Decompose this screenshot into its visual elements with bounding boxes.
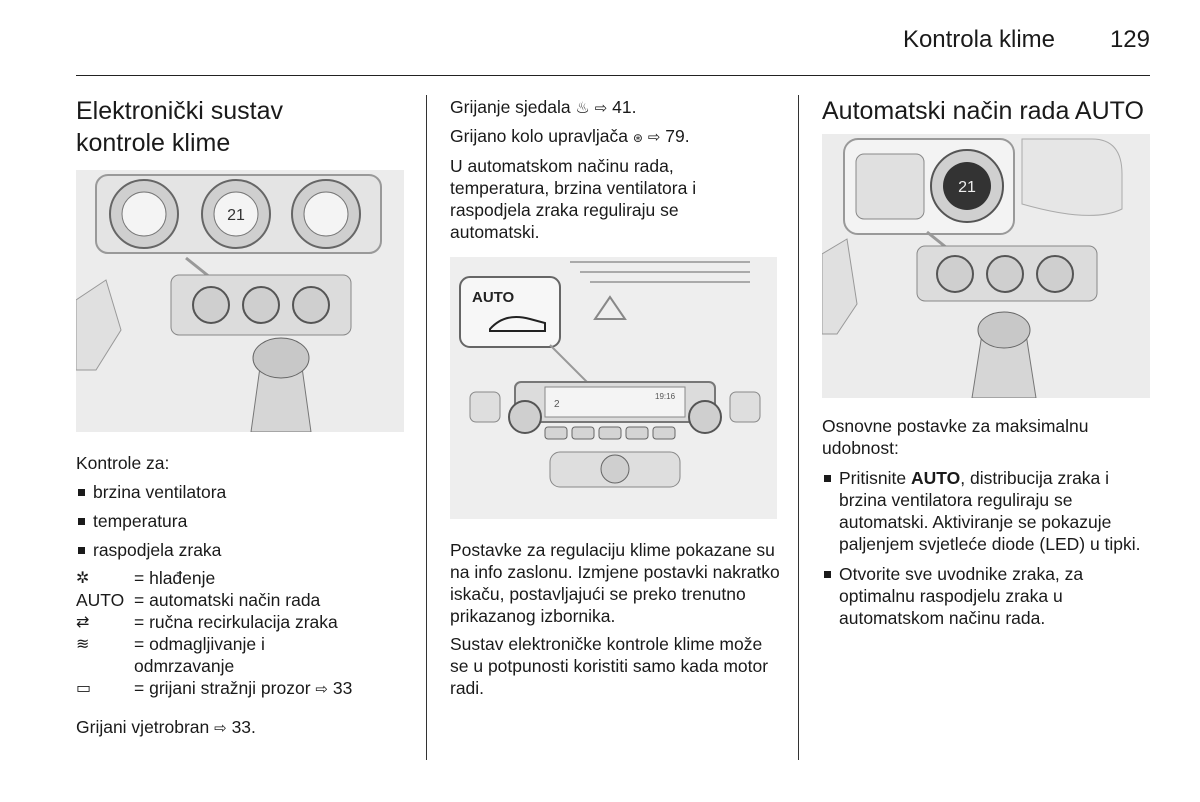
list-item-text: raspodjela zraka — [93, 540, 222, 560]
engine-running-paragraph: Sustav elektroničke kontrole klime može … — [450, 634, 769, 698]
section-heading-auto-mode: Automatski način rada AUTO — [822, 97, 1144, 125]
page-ref-arrow-icon: ⇨ — [214, 719, 227, 737]
page-ref[interactable]: 33 — [231, 717, 252, 737]
auto-label: AUTO — [76, 590, 125, 610]
steering-heat-ref: Grijano kolo upravljača ⊛ ⇨ 79. — [450, 126, 690, 146]
section-heading-electronic-climate: Elektronički sustav kontrole klime — [76, 97, 284, 157]
list-item: Otvorite sve uvodnike zraka, za optimaln… — [822, 563, 1152, 629]
auto-mode-paragraph: U automatskom načinu rada, temperatura, … — [450, 156, 697, 242]
page-number: 129 — [1109, 26, 1150, 53]
symbol-row-recirculation: ⇄ = ručna recirkulacija zraka — [76, 611, 406, 633]
column-divider-1 — [426, 95, 427, 760]
header-divider — [76, 75, 1150, 76]
figure-auto-button-panel: AUTO 2 19:16 — [450, 257, 777, 519]
column-2: Grijanje sjedala ♨ ⇨ 41. Grijano kolo up… — [450, 96, 780, 243]
column-divider-2 — [798, 95, 799, 760]
column-2-body: Postavke za regulaciju klime pokazane su… — [450, 539, 780, 699]
figure-climate-panel-overview: 21 — [76, 170, 404, 432]
list-item: temperatura — [76, 510, 406, 532]
list-item-text: Otvorite sve uvodnike zraka, za optimaln… — [839, 564, 1084, 628]
rear-window-heat-icon: ▭ — [76, 678, 92, 697]
page-header-title: Kontrola klime — [902, 26, 1055, 53]
symbol-row-defrost: ≋ = odmagljivanje i odmrzavanje — [76, 633, 406, 677]
page-ref-arrow-icon: ⇨ — [315, 680, 328, 698]
symbol-desc: = odmagljivanje i odmrzavanje — [134, 634, 265, 676]
page-ref[interactable]: 79. — [665, 126, 690, 146]
list-item: brzina ventilatora — [76, 481, 406, 503]
snowflake-icon: ✲ — [76, 568, 90, 587]
list-item-text: Pritisnite AUTO, distribucija zraka i br… — [839, 468, 1141, 554]
figure-display-time: 19:16 — [655, 392, 676, 401]
column-1-body: Kontrole za: brzina ventilatora temperat… — [76, 452, 406, 739]
symbol-row-auto: AUTO = automatski način rada — [76, 589, 406, 611]
column-3-body: Osnovne postavke za maksimalnu udobnost:… — [822, 415, 1152, 629]
auto-mode-intro: Osnovne postavke za maksimalnu udobnost: — [822, 416, 1089, 458]
page-ref[interactable]: 41. — [612, 97, 637, 117]
auto-keyword: AUTO — [910, 468, 961, 488]
symbol-row-rear-window: ▭ = grijani stražnji prozor ⇨ 33 — [76, 677, 406, 700]
windscreen-defrost-icon: ≋ — [76, 634, 90, 653]
figure-knob-temp: 21 — [958, 179, 976, 196]
seat-heat-icon: ♨ — [575, 98, 590, 117]
info-display-paragraph: Postavke za regulaciju klime pokazane su… — [450, 540, 780, 626]
list-item: raspodjela zraka — [76, 539, 406, 561]
symbol-desc: = ručna recirkulacija zraka — [134, 612, 338, 632]
column-3: Automatski način rada AUTO — [822, 95, 1152, 127]
symbol-desc: = automatski način rada — [134, 590, 321, 610]
figure-auto-label: AUTO — [472, 289, 515, 306]
steering-wheel-heat-icon: ⊛ — [632, 131, 643, 145]
column-1: Elektronički sustav kontrole klime — [76, 95, 406, 159]
symbol-desc: = hlađenje — [134, 568, 216, 588]
heated-windscreen-ref: Grijani vjetrobran ⇨ 33. — [76, 717, 256, 737]
controls-intro: Kontrole za: — [76, 453, 170, 473]
symbol-desc: = grijani stražnji prozor ⇨ 33 — [134, 678, 353, 698]
figure-auto-mode-panel: 21 — [822, 134, 1150, 398]
page-ref[interactable]: 33 — [332, 678, 353, 698]
page-ref-arrow-icon: ⇨ — [647, 128, 661, 146]
symbol-row-cooling: ✲ = hlađenje — [76, 567, 406, 589]
svg-text:21: 21 — [227, 207, 245, 224]
figure-display-value: 2 — [554, 399, 560, 410]
list-item-text: brzina ventilatora — [93, 482, 227, 502]
seat-heating-ref: Grijanje sjedala ♨ ⇨ 41. — [450, 97, 637, 117]
recirculation-icon: ⇄ — [76, 612, 90, 631]
list-item-text: temperatura — [93, 511, 188, 531]
page-ref-arrow-icon: ⇨ — [594, 99, 608, 117]
list-item: Pritisnite AUTO, distribucija zraka i br… — [822, 467, 1152, 555]
